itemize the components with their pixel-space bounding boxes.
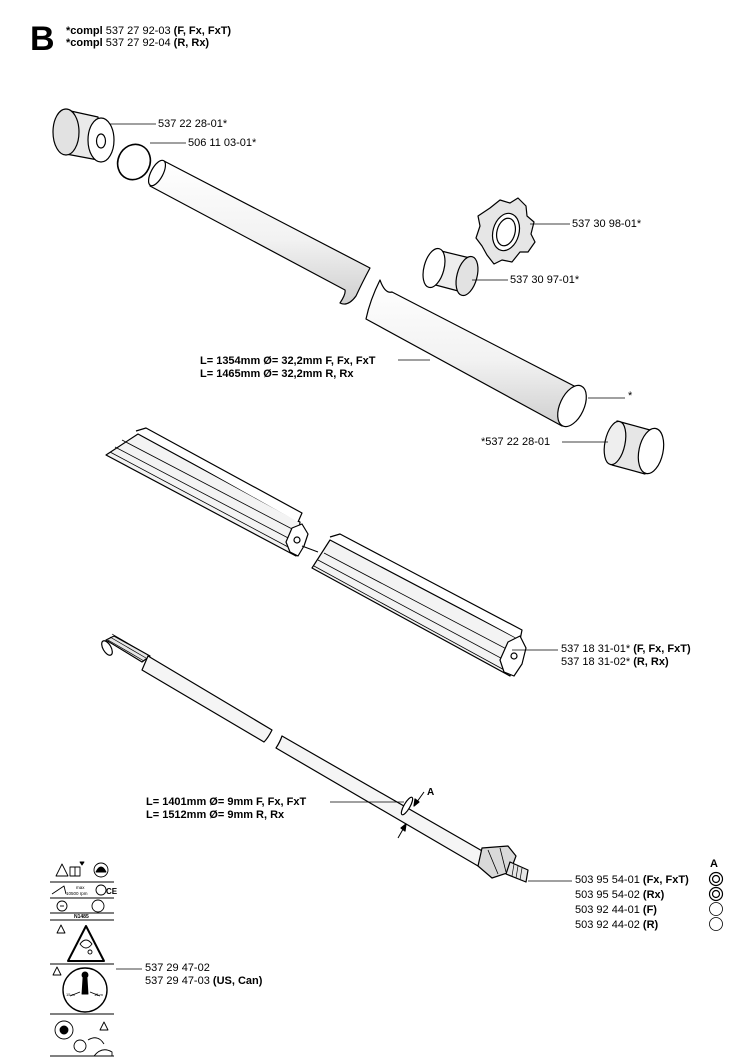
label-o-ring: 506 11 03-01* xyxy=(188,137,257,149)
safety-distance-icon xyxy=(62,967,108,1013)
liner-lower-part xyxy=(301,533,527,677)
compl-prefix: *compl xyxy=(66,25,103,37)
decal-rpm-max: max xyxy=(76,885,85,890)
nut-part-variants: (R) xyxy=(642,919,659,931)
clamp-part xyxy=(422,247,479,297)
label-star: * xyxy=(628,390,633,402)
nut-part-variants: (Fx, FxT) xyxy=(642,874,689,886)
handle-nut-part xyxy=(475,197,536,265)
thrown-object-warning-icon xyxy=(67,925,105,962)
decal-cert-code: N1485 xyxy=(74,914,89,920)
label-shaft-length-1: L= 1401mm Ø= 9mm F, Fx, FxT xyxy=(146,796,307,808)
liner-number: 537 18 31-02* xyxy=(561,656,631,668)
compl-prefix: *compl xyxy=(66,37,103,49)
label-decal-1: 537 29 47-02 xyxy=(145,962,210,974)
nut-part-row: 503 92 44-01 (F) xyxy=(575,904,657,916)
section-letter: B xyxy=(30,20,55,58)
compl-variants: (R, Rx) xyxy=(173,37,210,49)
compl-number: 537 27 92-03 xyxy=(105,25,171,37)
boot-icon xyxy=(91,899,105,913)
liner-number: 537 18 31-01* xyxy=(561,643,631,655)
nut-part-variants: (Rx) xyxy=(642,889,665,901)
compl-number: 537 27 92-04 xyxy=(105,37,171,49)
header-line-2: *compl 537 27 92-04 (R, Rx) xyxy=(66,37,209,49)
bushing-top-part xyxy=(52,108,115,163)
section-mark-label: A xyxy=(427,787,434,798)
helmet-icon xyxy=(93,862,109,878)
header-line-1: *compl 537 27 92-03 (F, Fx, FxT) xyxy=(66,25,231,37)
ear-protection-icon xyxy=(56,900,68,912)
decal-distance-right: 15 m xyxy=(94,992,104,997)
legend-header-a: A xyxy=(710,858,718,870)
driveshaft-upper-part xyxy=(101,633,273,743)
liner-variants: (R, Rx) xyxy=(633,656,669,668)
label-liner-1: 537 18 31-01* (F, Fx, FxT) xyxy=(561,643,691,655)
nut-part-number: 503 92 44-01 xyxy=(575,904,640,916)
warning-triangle-icon xyxy=(55,863,69,877)
label-bushing-bottom: *537 22 28-01 xyxy=(481,436,551,448)
label-shaft-length-2: L= 1512mm Ø= 9mm R, Rx xyxy=(146,809,285,821)
nut-legend-icons xyxy=(708,871,724,931)
o-ring-part xyxy=(116,143,152,181)
label-tube-length-2: L= 1465mm Ø= 32,2mm R, Rx xyxy=(200,368,354,380)
nut-part-variants: (F) xyxy=(642,904,657,916)
decal-variants: (US, Can) xyxy=(212,975,263,987)
label-bushing-top: 537 22 28-01* xyxy=(158,118,228,130)
small-warning-icon xyxy=(56,924,66,934)
rpm-icon xyxy=(51,885,67,895)
blade-hazard-icon xyxy=(73,1039,87,1053)
decal-rpm-value: 10500 rpm xyxy=(66,891,88,896)
decal-ce-mark: CE xyxy=(106,887,118,896)
driveshaft-lower-part xyxy=(275,735,529,883)
tube-upper-part xyxy=(147,159,371,305)
small-warning-icon xyxy=(99,1021,109,1031)
ce-mark-icon xyxy=(95,884,107,896)
label-clamp: 537 30 97-01* xyxy=(510,274,580,286)
label-handle-nut: 537 30 98-01* xyxy=(572,218,642,230)
section-mark-arrows xyxy=(397,791,425,839)
small-warning-icon xyxy=(52,966,62,976)
compl-variants: (F, Fx, FxT) xyxy=(173,25,232,37)
liner-variants: (F, Fx, FxT) xyxy=(633,643,691,655)
nut-part-number: 503 95 54-02 xyxy=(575,889,640,901)
nut-part-number: 503 92 44-02 xyxy=(575,919,640,931)
manual-book-icon xyxy=(69,866,81,877)
bushing-bottom-part xyxy=(603,420,665,475)
vibration-icon xyxy=(54,1020,74,1040)
decal-distance-left: 15 m xyxy=(66,992,76,997)
nut-part-row: 503 95 54-01 (Fx, FxT) xyxy=(575,874,689,886)
label-liner-2: 537 18 31-02* (R, Rx) xyxy=(561,656,669,668)
label-tube-length-1: L= 1354mm Ø= 32,2mm F, Fx, FxT xyxy=(200,355,376,367)
warning-decal-sheet xyxy=(50,861,114,1057)
leader-lines xyxy=(110,123,625,970)
decal-number: 537 29 47-03 xyxy=(145,975,210,987)
nut-part-row: 503 92 44-02 (R) xyxy=(575,919,658,931)
nut-part-number: 503 95 54-01 xyxy=(575,874,640,886)
label-decal-2: 537 29 47-03 (US, Can) xyxy=(145,975,262,987)
nut-part-row: 503 95 54-02 (Rx) xyxy=(575,889,664,901)
liner-upper-part xyxy=(105,427,309,557)
tube-lower-part xyxy=(365,279,587,428)
